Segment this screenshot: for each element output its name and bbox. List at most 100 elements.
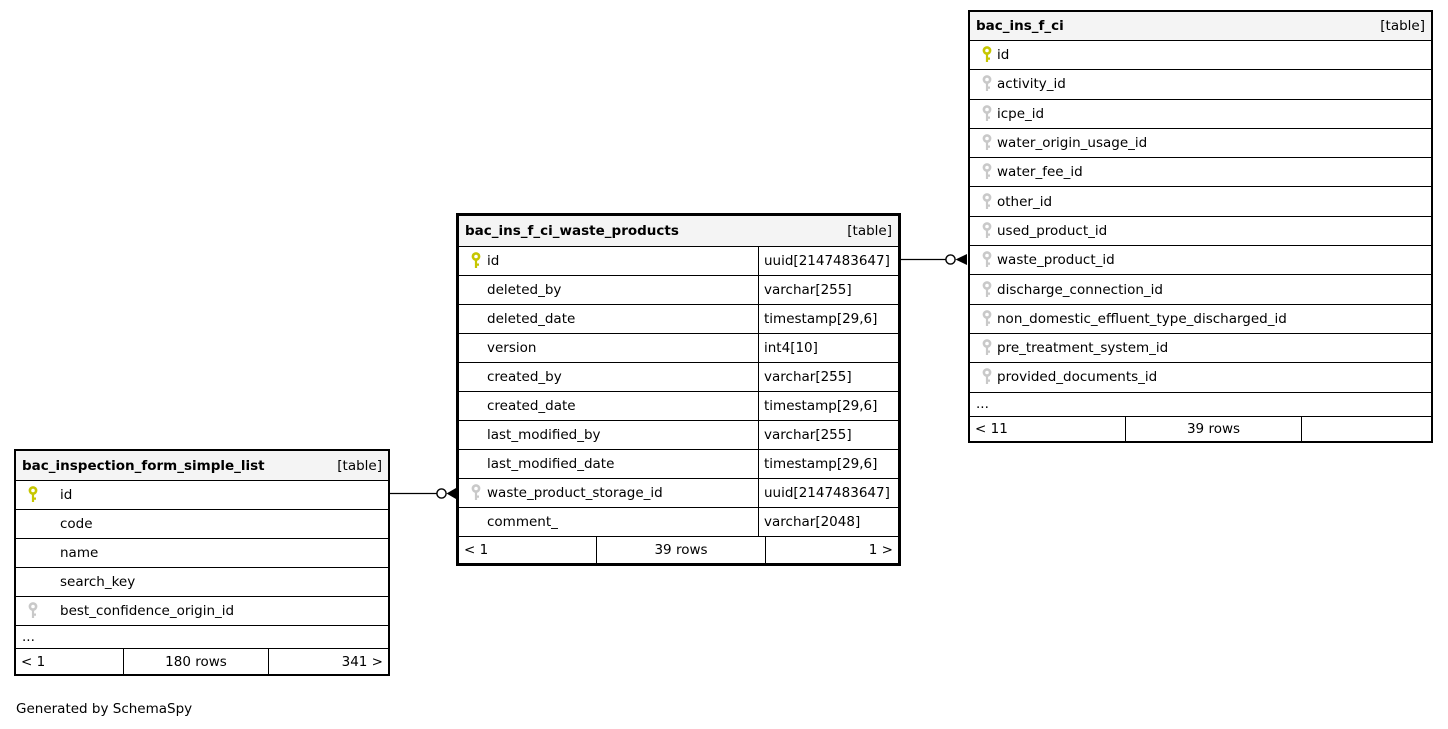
key-icon <box>469 309 483 329</box>
column-name: discharge_connection_id <box>997 281 1163 298</box>
column-row: water_origin_usage_id <box>970 129 1431 159</box>
column-name: pre_treatment_system_id <box>997 340 1169 357</box>
column-row: provided_documents_id <box>970 363 1431 393</box>
foreign-key-icon <box>469 483 483 503</box>
table-type-tag: [table] <box>337 457 382 474</box>
table-type-tag: [table] <box>1380 18 1425 34</box>
column-row: discharge_connection_id <box>970 275 1431 305</box>
table-footer: < 11 39 rows <box>970 416 1431 441</box>
primary-key-icon <box>469 251 483 271</box>
column-row: created_date timestamp[29,6] <box>459 392 898 421</box>
relationship-line-simple-list-to-waste-products <box>390 488 456 499</box>
column-row: search_key <box>16 568 388 597</box>
column-type: int4[10] <box>758 334 898 362</box>
zero-or-one-dot-icon <box>436 488 447 499</box>
table-header: bac_ins_f_ci_waste_products [table] <box>459 216 898 247</box>
column-type: timestamp[29,6] <box>758 450 898 478</box>
table-bac-ins-f-ci-waste-products[interactable]: bac_ins_f_ci_waste_products [table] id u… <box>456 213 901 566</box>
footer-parents-count: 1 > <box>765 537 898 563</box>
column-row: comment_ varchar[2048] <box>459 508 898 537</box>
foreign-key-icon <box>980 162 994 182</box>
foreign-key-icon <box>980 133 994 153</box>
foreign-key-icon <box>980 192 994 212</box>
key-icon <box>469 454 483 474</box>
table-title: bac_ins_f_ci_waste_products <box>465 223 679 239</box>
key-icon <box>26 543 40 563</box>
column-name: last_modified_by <box>487 427 601 443</box>
column-name: id <box>487 253 500 269</box>
table-bac-ins-f-ci[interactable]: bac_ins_f_ci [table] id activity_id icpe… <box>968 10 1433 443</box>
column-row: deleted_date timestamp[29,6] <box>459 305 898 334</box>
foreign-key-icon <box>980 280 994 300</box>
column-name: best_confidence_origin_id <box>60 603 235 619</box>
column-type: varchar[255] <box>758 421 898 449</box>
column-type: timestamp[29,6] <box>758 305 898 333</box>
column-name: waste_product_id <box>997 252 1115 269</box>
column-row: other_id <box>970 187 1431 217</box>
column-name: name <box>60 545 99 561</box>
column-row: created_by varchar[255] <box>459 363 898 392</box>
table-title: bac_inspection_form_simple_list <box>22 457 265 474</box>
table-footer: < 1 180 rows 341 > <box>16 649 388 674</box>
column-row: last_modified_date timestamp[29,6] <box>459 450 898 479</box>
column-type: varchar[255] <box>758 276 898 304</box>
footer-children-count: < 1 <box>21 653 46 670</box>
column-name: used_product_id <box>997 222 1108 239</box>
foreign-key-icon <box>26 601 40 621</box>
table-header: bac_ins_f_ci [table] <box>970 12 1431 41</box>
fk-arrowhead-icon <box>955 254 967 265</box>
column-type: varchar[255] <box>758 363 898 391</box>
column-row: waste_product_id <box>970 246 1431 276</box>
key-icon <box>469 280 483 300</box>
column-row: best_confidence_origin_id <box>16 597 388 626</box>
column-row: pre_treatment_system_id <box>970 334 1431 364</box>
column-row: id uuid[2147483647] <box>459 247 898 276</box>
primary-key-icon <box>980 45 994 65</box>
column-name: code <box>60 516 93 532</box>
column-name: water_fee_id <box>997 164 1083 181</box>
key-icon <box>26 514 40 534</box>
table-bac-inspection-form-simple-list[interactable]: bac_inspection_form_simple_list [table] … <box>14 449 390 676</box>
column-name: created_date <box>487 398 576 414</box>
key-icon <box>469 425 483 445</box>
foreign-key-icon <box>980 104 994 124</box>
column-name: waste_product_storage_id <box>487 485 663 501</box>
column-name: comment_ <box>487 514 558 530</box>
table-title: bac_ins_f_ci <box>976 18 1064 34</box>
column-name: id <box>60 487 73 503</box>
foreign-key-icon <box>980 309 994 329</box>
column-row: version int4[10] <box>459 334 898 363</box>
footer-parents-count <box>1301 416 1431 441</box>
column-name: created_by <box>487 369 562 385</box>
column-type: varchar[2048] <box>758 508 898 536</box>
relationship-line-waste-products-to-ci <box>901 254 967 265</box>
column-name: icpe_id <box>997 105 1045 122</box>
footer-children-count: < 1 <box>464 542 489 558</box>
zero-or-one-dot-icon <box>945 254 956 265</box>
footer-row-count: 39 rows <box>1125 416 1301 441</box>
column-name: id <box>997 47 1010 64</box>
footer-row-count: 180 rows <box>123 649 268 674</box>
column-name: water_origin_usage_id <box>997 135 1148 152</box>
more-columns-ellipsis: ... <box>970 393 1431 417</box>
column-name: version <box>487 340 537 356</box>
column-row: icpe_id <box>970 100 1431 129</box>
column-name: non_domestic_effluent_type_discharged_id <box>997 310 1287 327</box>
primary-key-icon <box>26 485 40 505</box>
column-type: timestamp[29,6] <box>758 392 898 420</box>
foreign-key-icon <box>980 221 994 241</box>
column-row: name <box>16 539 388 568</box>
footer-parents-count: 341 > <box>268 649 388 674</box>
column-row: non_domestic_effluent_type_discharged_id <box>970 305 1431 334</box>
column-name: provided_documents_id <box>997 369 1158 386</box>
table-footer: < 1 39 rows 1 > <box>459 537 898 563</box>
column-type: uuid[2147483647] <box>758 479 898 507</box>
column-row: code <box>16 510 388 539</box>
column-row: id <box>970 41 1431 71</box>
fk-arrowhead-icon <box>446 488 456 499</box>
table-type-tag: [table] <box>847 223 892 239</box>
column-row: deleted_by varchar[255] <box>459 276 898 305</box>
key-icon <box>469 367 483 387</box>
key-icon <box>469 512 483 532</box>
column-type: uuid[2147483647] <box>758 247 898 275</box>
